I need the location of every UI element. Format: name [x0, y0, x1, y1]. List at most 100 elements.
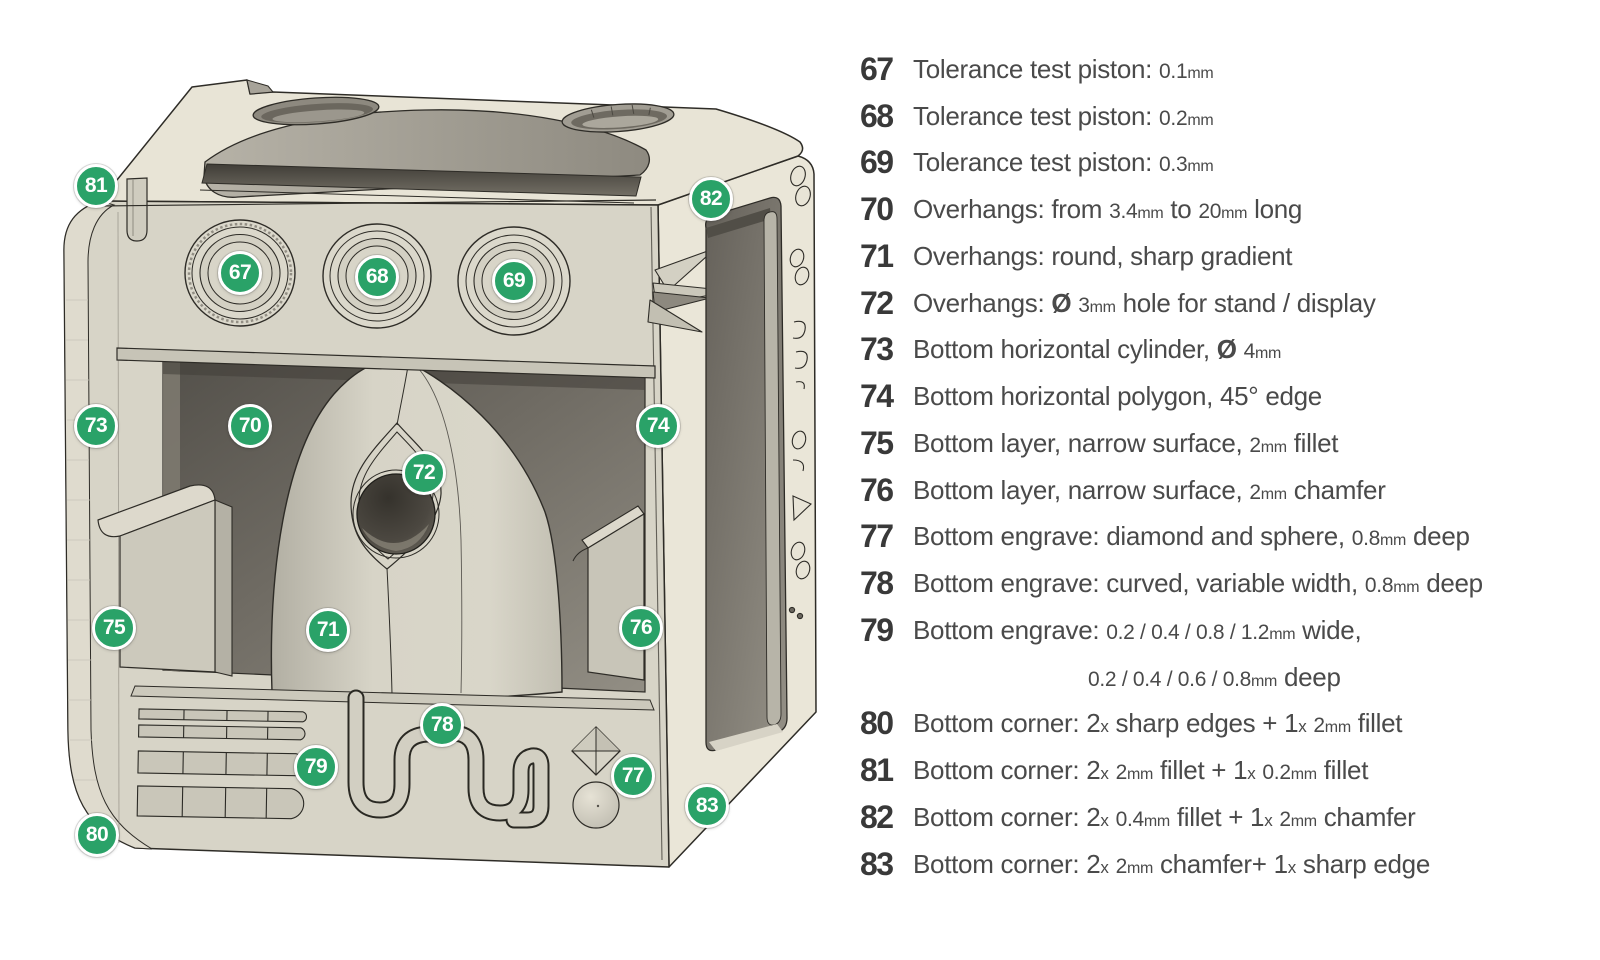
- callout-badge-81: 81: [74, 164, 118, 208]
- callout-badge-73: 73: [74, 404, 118, 448]
- legend-item-number: 68: [860, 97, 894, 134]
- legend-item-text: Overhangs: from 3.4mm to 20mm long: [913, 194, 1303, 225]
- callout-badge-number: 69: [502, 269, 526, 292]
- top-hole-right: [561, 103, 675, 133]
- legend-item-69: 69 Tolerance test piston: 0.3mm: [860, 140, 1580, 187]
- callout-badge-number: 79: [304, 755, 328, 778]
- callout-badge-72: 72: [402, 451, 446, 495]
- callout-badge-82: 82: [689, 177, 733, 221]
- callout-badge-number: 72: [412, 461, 436, 484]
- legend-item-number: 71: [860, 237, 894, 274]
- callout-badge-number: 73: [84, 414, 108, 437]
- callout-badge-78: 78: [420, 703, 464, 747]
- band-lip: [116, 347, 656, 379]
- left-corner-strip: [63, 200, 153, 850]
- legend-item-text: Bottom engrave: 0.2 / 0.4 / 0.8 / 1.2mm …: [913, 614, 1362, 645]
- callout-badge-68: 68: [355, 255, 399, 299]
- legend-item-text: Bottom corner: 2x 2mm fillet + 1x 0.2mm …: [913, 755, 1369, 786]
- star-protrusion: [647, 247, 733, 333]
- callout-badge-number: 81: [84, 174, 108, 197]
- legend-item-number: 77: [860, 518, 894, 555]
- legend-item-78: 78 Bottom engrave: curved, variable width…: [860, 560, 1580, 607]
- test-model-figure: 67 68 69 70 71 72 73 74 75 76 77 78 79 80 81 82 83: [63, 79, 817, 868]
- callout-badge-number: 83: [695, 794, 719, 817]
- callout-badge-76: 76: [619, 606, 663, 650]
- side-glyph-strip: [788, 165, 812, 620]
- cavity-floor-ledge: [130, 685, 655, 711]
- callout-badge-71: 71: [306, 608, 350, 652]
- legend-item-text: Bottom engrave: curved, variable width, …: [913, 568, 1483, 599]
- legend-item-text-continued: 0.2 / 0.4 / 0.6 / 0.8mm deep: [1088, 661, 1341, 692]
- legend-item-number: 79: [860, 611, 894, 648]
- legend-item-number: 76: [860, 471, 894, 508]
- callout-badge-number: 68: [365, 265, 389, 288]
- sphere-center-dot: [596, 804, 600, 808]
- legend-item-text: Bottom horizontal cylinder, Ø 4mm: [913, 334, 1282, 365]
- legend-item-number: 70: [860, 191, 894, 228]
- callout-badge-77: 77: [611, 754, 655, 798]
- callout-badge-83: 83: [685, 784, 729, 828]
- legend-item-text: Overhangs: round, sharp gradient: [913, 240, 1293, 271]
- legend-item-number: 82: [860, 798, 894, 835]
- callout-badge-number: 77: [621, 764, 645, 787]
- side-window: [705, 196, 788, 752]
- legend-item-number: 81: [860, 752, 894, 789]
- callout-badge-79: 79: [294, 745, 338, 789]
- legend-item-number: 75: [860, 424, 894, 461]
- callout-badge-number: 74: [646, 414, 670, 437]
- layer-ridges: [66, 299, 96, 781]
- legend-item-74: 74 Bottom horizontal polygon, 45° edge: [860, 373, 1580, 420]
- callout-badge-69: 69: [492, 259, 536, 303]
- legend-item-number: 80: [860, 705, 894, 742]
- callout-badge-number: 70: [238, 414, 262, 437]
- model-illustration: [63, 79, 817, 868]
- legend-item-text: Tolerance test piston: 0.3mm: [913, 147, 1214, 178]
- legend-item-81: 81 Bottom corner: 2x 2mm fillet + 1x 0.2m…: [860, 747, 1580, 794]
- callout-badge-75: 75: [92, 606, 136, 650]
- legend-item-number: 78: [860, 565, 894, 602]
- legend-item-79: 79 Bottom engrave: 0.2 / 0.4 / 0.8 / 1.2m…: [860, 607, 1580, 701]
- legend-item-number: 69: [860, 144, 894, 181]
- callout-badge-number: 82: [699, 187, 723, 210]
- teardrop-hole: [350, 422, 442, 570]
- legend-item-text: Bottom layer, narrow surface, 2mm fillet: [913, 427, 1339, 458]
- side-window-shadow: [706, 208, 771, 238]
- legend-item-77: 77 Bottom engrave: diamond and sphere, 0.…: [860, 514, 1580, 561]
- legend-item-80: 80 Bottom corner: 2x sharp edges + 1x 2mm…: [860, 701, 1580, 748]
- callout-badge-number: 75: [102, 616, 126, 639]
- legend-item-number: 73: [860, 331, 894, 368]
- callout-badge-67: 67: [218, 251, 262, 295]
- top-notch: [246, 79, 274, 95]
- front-top-edge: [97, 199, 657, 207]
- callout-badge-80: 80: [75, 813, 119, 857]
- callout-badge-number: 76: [629, 616, 653, 639]
- engrave-sphere: [572, 781, 620, 829]
- legend-item-text: Bottom horizontal polygon, 45° edge: [913, 381, 1322, 412]
- corner-slot-81: [126, 177, 148, 242]
- legend-item-number: 67: [860, 50, 894, 87]
- legend-item-71: 71 Overhangs: round, sharp gradient: [860, 233, 1580, 280]
- callout-badge-number: 80: [85, 823, 109, 846]
- legend-item-text: Bottom corner: 2x 2mm chamfer+ 1x sharp …: [913, 848, 1430, 879]
- callout-badge-70: 70: [228, 404, 272, 448]
- side-window-lip: [709, 724, 783, 751]
- legend-item-text: Bottom corner: 2x sharp edges + 1x 2mm f…: [913, 708, 1403, 739]
- legend-item-text: Bottom engrave: diamond and sphere, 0.8m…: [913, 521, 1470, 552]
- engrave-slats: [136, 708, 307, 820]
- top-recess-slot: [201, 163, 642, 197]
- callout-badge-number: 78: [430, 713, 454, 736]
- engrave-diamond: [571, 726, 621, 776]
- legend-item-number: 74: [860, 378, 894, 415]
- legend-item-text: Bottom layer, narrow surface, 2mm chamfe…: [913, 474, 1386, 505]
- legend-item-73: 73 Bottom horizontal cylinder, Ø 4mm: [860, 327, 1580, 374]
- legend-item-70: 70 Overhangs: from 3.4mm to 20mm long: [860, 186, 1580, 233]
- legend-item-number: 72: [860, 284, 894, 321]
- engrave-channel: [347, 689, 550, 829]
- callout-badge-number: 71: [316, 618, 340, 641]
